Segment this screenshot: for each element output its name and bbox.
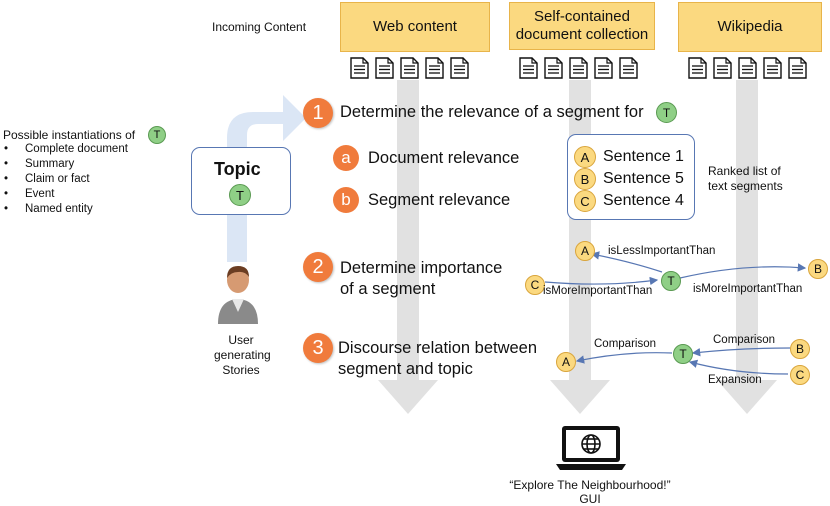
rank-token-c: C bbox=[574, 190, 596, 212]
ranked-item-text: Sentence 5 bbox=[603, 170, 684, 187]
globe-icon bbox=[581, 434, 601, 454]
document-icon bbox=[738, 57, 757, 84]
document-icon bbox=[544, 57, 563, 84]
instantiations-topic-token: T bbox=[148, 126, 166, 144]
source-box-web: Web content bbox=[340, 2, 490, 52]
topic-title: Topic bbox=[214, 159, 261, 179]
importance-node-t: T bbox=[661, 271, 681, 291]
list-item: Event bbox=[0, 187, 128, 202]
ranked-item: B Sentence 5 bbox=[574, 168, 684, 190]
step-2-badge: 2 bbox=[303, 252, 333, 282]
gui-caption-line2: GUI bbox=[579, 492, 601, 506]
document-icon bbox=[763, 57, 782, 84]
step-3-badge: 3 bbox=[303, 333, 333, 363]
substep-b-text: Segment relevance bbox=[368, 191, 511, 209]
edge-label-expansion-c: Expansion bbox=[708, 374, 762, 386]
list-item: Claim or fact bbox=[0, 172, 128, 187]
edge-more-important-c bbox=[544, 276, 659, 286]
edge-expansion-c bbox=[688, 359, 789, 375]
discourse-node-b: B bbox=[790, 339, 810, 359]
step-3-text: Discourse relation between segment and t… bbox=[338, 339, 538, 378]
edge-comparison-b bbox=[691, 347, 791, 357]
importance-node-a: A bbox=[575, 241, 595, 261]
discourse-node-c: C bbox=[790, 365, 810, 385]
source-label-web: Web content bbox=[373, 18, 457, 35]
source-box-collection: Self-contained document collection bbox=[509, 2, 655, 50]
document-icon bbox=[619, 57, 638, 84]
instantiations-title-text: Possible instantiations of bbox=[3, 128, 136, 142]
gui-caption-line1: “Explore The Neighbourhood!” bbox=[509, 478, 671, 492]
instantiations-list: Complete document Summary Claim or fact … bbox=[0, 142, 128, 217]
list-item: Summary bbox=[0, 157, 128, 172]
edge-comparison-a bbox=[575, 352, 673, 364]
source-label-collection: Self-contained document collection bbox=[515, 8, 649, 43]
step-1-topic-token: T bbox=[656, 102, 677, 123]
discourse-node-a: A bbox=[556, 352, 576, 372]
ranked-item: C Sentence 4 bbox=[574, 190, 684, 212]
edge-label-comparison-a: Comparison bbox=[594, 338, 656, 350]
list-item: Named entity bbox=[0, 202, 128, 217]
edge-less-important bbox=[590, 251, 663, 273]
edge-label-less-important: isLessImportantThan bbox=[608, 245, 716, 257]
user-avatar-icon bbox=[218, 266, 258, 324]
step-1-badge: 1 bbox=[303, 98, 333, 128]
doc-row-wikipedia bbox=[688, 57, 807, 84]
discourse-node-t: T bbox=[673, 344, 693, 364]
edge-more-important-b bbox=[679, 263, 807, 279]
document-icon bbox=[400, 57, 419, 84]
rank-token-a: A bbox=[574, 146, 596, 168]
substep-a-badge: a bbox=[333, 145, 359, 171]
laptop-icon bbox=[556, 426, 626, 470]
doc-row-web bbox=[350, 57, 469, 84]
rank-token-b: B bbox=[574, 168, 596, 190]
edge-label-more-important-b: isMoreImportantThan bbox=[693, 283, 803, 295]
document-icon bbox=[594, 57, 613, 84]
flow-arrow-web bbox=[378, 80, 438, 414]
topic-token: T bbox=[229, 184, 251, 206]
step-2-text: Determine importance of a segment bbox=[340, 259, 503, 298]
ranked-item-text: Sentence 1 bbox=[603, 148, 684, 165]
instantiations-title: Possible instantiations of bbox=[3, 128, 135, 142]
substep-a-text: Document relevance bbox=[368, 149, 520, 167]
importance-node-c: C bbox=[525, 275, 545, 295]
document-icon bbox=[519, 57, 538, 84]
step-1-text: Determine the relevance of a segment for bbox=[340, 103, 644, 121]
doc-row-collection bbox=[519, 57, 638, 84]
document-icon bbox=[350, 57, 369, 84]
ranked-list-caption: Ranked list of text segments bbox=[708, 164, 783, 193]
ranked-item-text: Sentence 4 bbox=[603, 192, 684, 209]
substep-b-badge: b bbox=[333, 187, 359, 213]
user-caption: User generating Stories bbox=[214, 333, 271, 377]
user-flow-arrow bbox=[227, 95, 306, 262]
flow-arrow-wikipedia bbox=[717, 80, 777, 414]
document-icon bbox=[450, 57, 469, 84]
importance-node-b: B bbox=[808, 259, 828, 279]
document-icon bbox=[788, 57, 807, 84]
list-item: Complete document bbox=[0, 142, 128, 157]
edge-label-more-important-c: isMoreImportantThan bbox=[543, 285, 653, 297]
edge-label-comparison-b: Comparison bbox=[713, 334, 775, 346]
source-label-wikipedia: Wikipedia bbox=[717, 18, 783, 35]
document-icon bbox=[569, 57, 588, 84]
ranked-list-box: A Sentence 1 B Sentence 5 C Sentence 4 bbox=[567, 134, 695, 220]
document-icon bbox=[425, 57, 444, 84]
document-icon bbox=[713, 57, 732, 84]
document-icon bbox=[688, 57, 707, 84]
document-icon bbox=[375, 57, 394, 84]
incoming-content-label: Incoming Content bbox=[212, 20, 307, 34]
source-box-wikipedia: Wikipedia bbox=[678, 2, 822, 52]
topic-box[interactable]: Topic T bbox=[191, 147, 291, 215]
ranked-item: A Sentence 1 bbox=[574, 146, 684, 168]
